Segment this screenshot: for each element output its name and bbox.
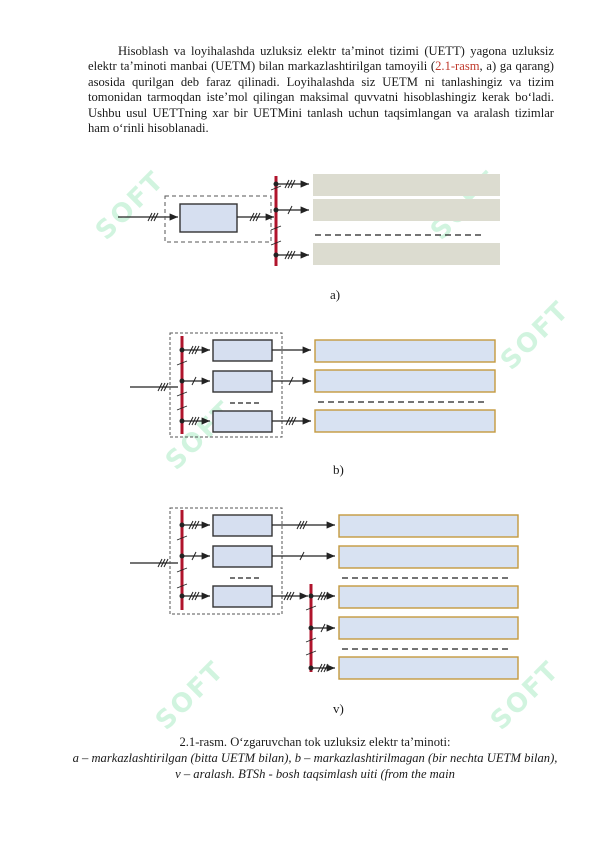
load-box [338, 514, 519, 538]
ups-box [179, 203, 238, 233]
load-box [338, 585, 519, 609]
load-box [314, 369, 496, 393]
figure-a [118, 174, 500, 266]
load-box [313, 174, 500, 196]
ups-box [212, 514, 273, 537]
caption-title: 2.1-rasm. O‘zgaruvchan tok uzluksiz elek… [179, 735, 451, 749]
load-box [313, 243, 500, 265]
ups-box [212, 370, 273, 393]
ups-box [212, 545, 273, 568]
caption-description: a – markazlashtirilgan (bitta UETM bilan… [72, 751, 558, 781]
figure-v [130, 507, 519, 680]
ups-box [212, 339, 273, 362]
load-box [314, 339, 496, 363]
ups-enclosure [169, 332, 283, 438]
paragraph-text-cont: , a) ga qarang) asosida qurilgan deb far… [88, 59, 554, 136]
load-box [313, 199, 500, 221]
figure-label-a: a) [330, 287, 341, 302]
load-box [338, 616, 519, 640]
figure-label-b: b) [333, 462, 344, 477]
load-box [314, 409, 496, 433]
paragraph-text: Hisoblash va loyihalashda uzluksiz elekt… [88, 44, 554, 74]
ups-enclosure [169, 507, 283, 615]
figure-reference: 2.1-rasm [435, 59, 480, 74]
load-box [338, 656, 519, 680]
figure-caption: 2.1-rasm. O‘zgaruvchan tok uzluksiz elek… [70, 734, 560, 782]
body-paragraph: Hisoblash va loyihalashda uzluksiz elekt… [88, 44, 554, 136]
load-box [338, 545, 519, 569]
figure-b [130, 332, 496, 438]
ups-box [212, 410, 273, 433]
figure-label-v: v) [333, 701, 344, 716]
ups-box [212, 585, 273, 608]
